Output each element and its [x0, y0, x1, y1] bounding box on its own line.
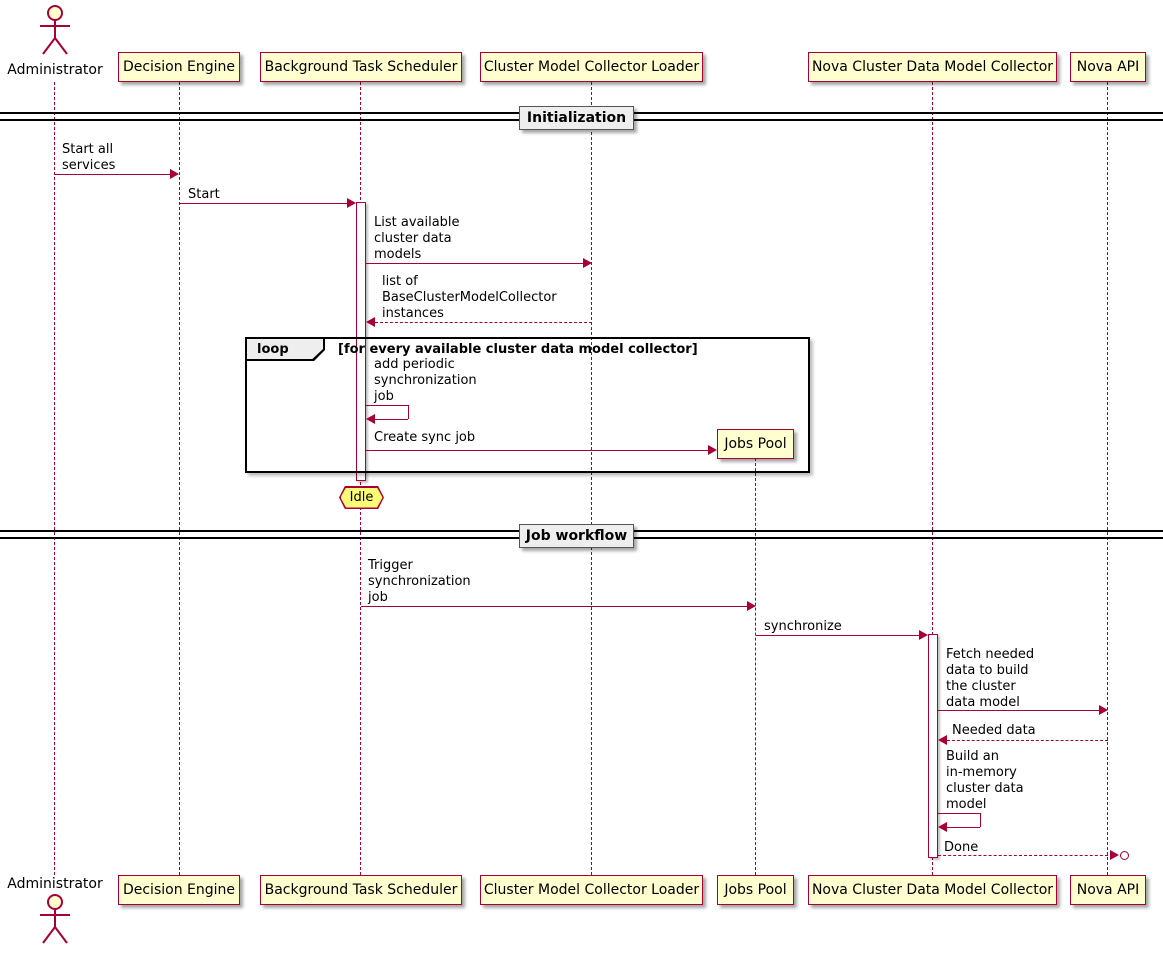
message-line-dashed: [375, 322, 592, 323]
message-line: [366, 450, 709, 451]
self-message-side-line: [408, 405, 409, 419]
loop-keyword: loop: [247, 339, 323, 359]
message-text: Create sync job: [374, 430, 476, 445]
participant-decision-engine-top: Decision Engine: [118, 52, 240, 82]
arrowhead-left: [366, 317, 375, 327]
end-circle: [1120, 851, 1129, 860]
actor-label-bottom: Administrator: [7, 876, 103, 892]
arrowhead-right: [347, 198, 356, 208]
actor-icon-bottom: [40, 894, 70, 944]
message-text: Done: [944, 840, 979, 855]
participant-cluster-model-collector-loader-top: Cluster Model Collector Loader: [480, 52, 703, 82]
participant-nova-api-top: Nova API: [1070, 52, 1146, 82]
message-text: list of BaseClusterModelCollector instan…: [382, 274, 557, 321]
participant-cluster-model-collector-loader-bottom: Cluster Model Collector Loader: [480, 875, 703, 905]
message-line: [361, 606, 748, 607]
arrowhead-right: [583, 258, 592, 268]
participant-background-task-scheduler-top: Background Task Scheduler: [260, 52, 462, 82]
message-line-dashed: [938, 855, 1113, 856]
loop-condition: [for every available cluster data model …: [338, 342, 698, 357]
lifeline-cluster-model-collector-loader: [591, 82, 592, 875]
message-line: [366, 263, 583, 264]
lifeline-jobs-pool: [755, 458, 756, 875]
message-text: Needed data: [952, 723, 1036, 738]
actor-icon: [40, 5, 70, 55]
message-line: [55, 174, 171, 175]
message-text: List available cluster data models: [374, 215, 460, 262]
participant-nova-cluster-data-model-collector-bottom: Nova Cluster Data Model Collector: [808, 875, 1057, 905]
participant-nova-api-bottom: Nova API: [1070, 875, 1146, 905]
arrowhead-right: [747, 601, 756, 611]
idle-note: Idle: [339, 486, 384, 509]
self-message-bottom-line: [375, 419, 408, 420]
loop-frame-label: loop: [247, 339, 325, 361]
message-line: [756, 635, 921, 636]
self-message-top-line: [366, 405, 408, 406]
arrowhead-right: [708, 445, 717, 455]
actor-label-top: Administrator: [7, 62, 103, 78]
message-text: Fetch needed data to build the cluster d…: [946, 647, 1035, 710]
lifeline-nova-cluster-data-model-collector: [932, 82, 933, 875]
participant-decision-engine-bottom: Decision Engine: [118, 875, 240, 905]
participant-jobs-pool-bottom: Jobs Pool: [717, 875, 794, 905]
message-text: Start: [188, 187, 220, 202]
message-text: Start all services: [62, 142, 116, 173]
participant-jobs-pool-created: Jobs Pool: [717, 429, 794, 459]
idle-note-text: Idle: [340, 487, 383, 508]
arrowhead-right: [170, 169, 179, 179]
message-line-dashed: [947, 740, 1108, 741]
lifeline-decision-engine: [179, 82, 180, 875]
arrowhead-right: [1110, 850, 1119, 860]
activation-nova-cluster-data-model-collector: [928, 634, 938, 858]
message-text: Build an in-memory cluster data model: [946, 749, 1024, 812]
message-text: Trigger synchronization job: [368, 558, 471, 605]
loop-frame: [245, 337, 810, 473]
arrowhead-left: [938, 822, 947, 832]
arrowhead-right: [919, 630, 928, 640]
message-line: [938, 710, 1099, 711]
participant-nova-cluster-data-model-collector-top: Nova Cluster Data Model Collector: [808, 52, 1057, 82]
activation-background-task-scheduler: [356, 202, 366, 481]
arrowhead-left: [938, 735, 947, 745]
message-text: add periodic synchronization job: [374, 357, 477, 404]
lifeline-administrator: [54, 82, 55, 875]
arrowhead-left: [366, 414, 375, 424]
self-message-bottom-line: [947, 827, 980, 828]
arrowhead-right: [1099, 705, 1108, 715]
message-text: synchronize: [764, 619, 842, 634]
self-message-top-line: [938, 813, 980, 814]
lifeline-nova-api: [1107, 82, 1108, 875]
divider-label: Job workflow: [519, 524, 634, 548]
message-line: [180, 203, 348, 204]
self-message-side-line: [980, 813, 981, 827]
participant-background-task-scheduler-bottom: Background Task Scheduler: [260, 875, 462, 905]
divider-label: Initialization: [519, 106, 634, 130]
